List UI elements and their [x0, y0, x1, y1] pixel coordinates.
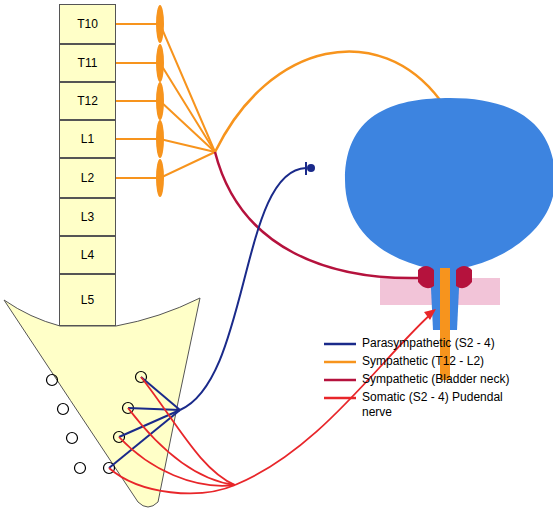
legend-line — [324, 378, 356, 382]
legend-line — [324, 360, 356, 364]
vertebra-box: L1 — [59, 120, 116, 158]
sympathetic-ganglia — [156, 5, 164, 197]
legend-row: Sympathetic (T12 - L2) — [324, 354, 532, 369]
vertebra-box: L4 — [59, 236, 116, 274]
nerve-terminal — [307, 164, 315, 172]
vertebra-label: T11 — [78, 56, 98, 70]
legend-text: Sympathetic (Bladder neck) — [362, 372, 532, 387]
vertebra-label: L3 — [81, 210, 94, 224]
vertebra-label: T10 — [77, 17, 98, 31]
vertebra-box: L5 — [59, 274, 116, 326]
bladder-neck-nerve — [215, 152, 420, 278]
legend-row: Somatic (S2 - 4) Pudendal nerve — [324, 390, 532, 420]
bladder-neck-sphincter — [418, 266, 472, 288]
legend-text: Sympathetic (T12 - L2) — [362, 354, 532, 369]
vertebra-box: L2 — [59, 158, 116, 198]
vertebra-box: T10 — [59, 4, 116, 44]
sacral-foramina — [47, 372, 147, 474]
vertebra-box: T12 — [59, 82, 116, 120]
legend-line — [324, 396, 356, 400]
vertebra-box: T11 — [59, 44, 116, 82]
sacrum — [4, 298, 200, 507]
vertebra-label: L4 — [81, 248, 94, 262]
arrowhead — [424, 309, 436, 320]
legend-text: Parasympathetic (S2 - 4) — [362, 336, 532, 351]
legend-text: Somatic (S2 - 4) Pudendal nerve — [362, 390, 532, 420]
vertebra-label: T12 — [77, 94, 98, 108]
legend-row: Parasympathetic (S2 - 4) — [324, 336, 532, 351]
vertebra-box: L3 — [59, 198, 116, 236]
bladder — [345, 98, 553, 280]
legend-row: Sympathetic (Bladder neck) — [324, 372, 532, 387]
legend-line — [324, 342, 356, 346]
vertebra-label: L2 — [81, 171, 94, 185]
vertebra-label: L1 — [81, 132, 94, 146]
vertebra-label: L5 — [81, 293, 94, 307]
